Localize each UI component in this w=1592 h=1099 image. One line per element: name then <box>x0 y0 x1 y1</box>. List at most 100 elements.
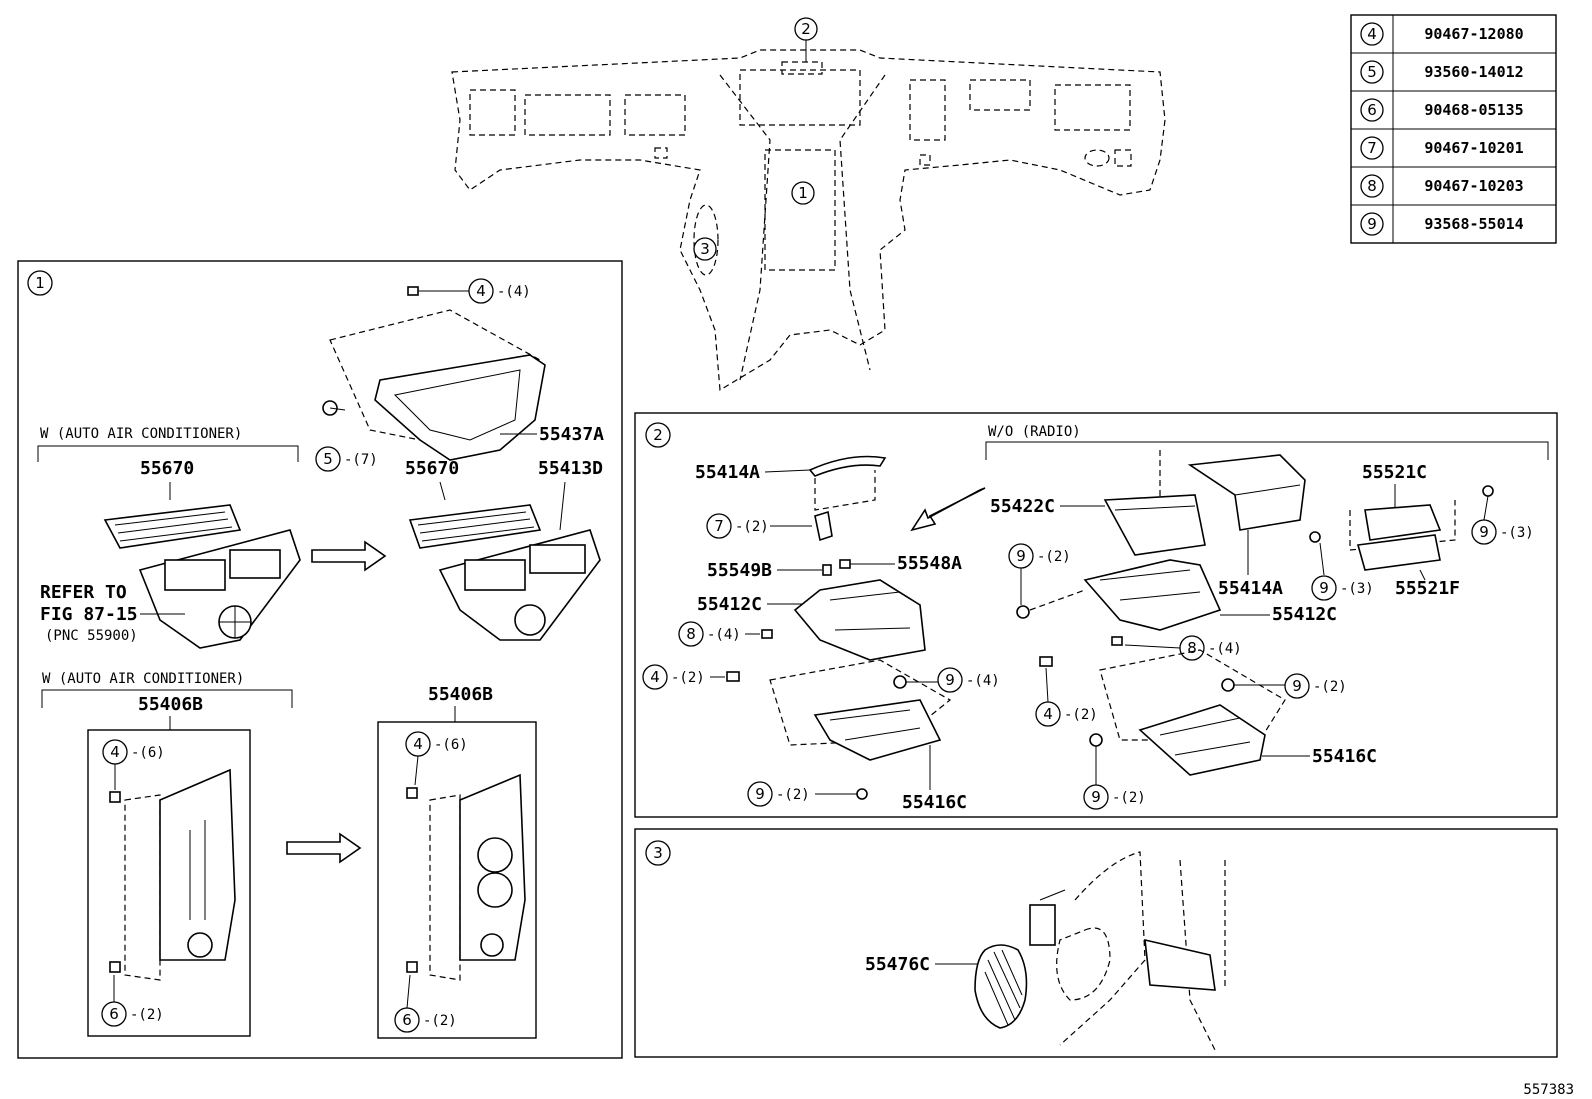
cover-55521F <box>1356 534 1441 571</box>
part-label-55416C-right: 55416C <box>1312 746 1377 767</box>
side-panel-55406B-left <box>109 768 236 981</box>
diagram-id: 557383 <box>1523 1082 1574 1098</box>
qty-label: -(2) <box>671 670 705 686</box>
part-label-55412C-right: 55412C <box>1272 604 1337 625</box>
part-label-55412C: 55412C <box>697 594 762 615</box>
callout-7: 7 <box>714 517 724 535</box>
side-trim-overview <box>1029 851 1226 1051</box>
legend-row-4: 4 90467-12080 <box>1360 22 1524 46</box>
side-panel-55406B-right <box>406 773 526 981</box>
pocket-55414A-right <box>1187 454 1306 531</box>
part-label-55670: 55670 <box>140 458 194 479</box>
arrow-diagonal-icon <box>910 487 986 532</box>
legend-part-number: 90467-12080 <box>1424 25 1523 43</box>
qty-label: -(7) <box>344 452 378 468</box>
qty-label: -(4) <box>497 284 531 300</box>
sub-box-55406B-left <box>87 729 251 1037</box>
part-label-55521F: 55521F <box>1395 578 1460 599</box>
callout-4: 4 <box>476 282 486 300</box>
qty-label: -(3) <box>1500 525 1534 541</box>
register-vent-55670-left <box>103 504 242 549</box>
callout-4: 4 <box>110 743 120 761</box>
legend-row-7: 7 90467-10201 <box>1360 136 1524 160</box>
legend-row-8: 8 90467-10203 <box>1360 174 1524 198</box>
legend-row-9: 9 93568-55014 <box>1360 212 1524 236</box>
register-vent-55670-right <box>408 504 542 549</box>
callout-8: 8 <box>1187 639 1197 657</box>
legend-part-number: 90468-05135 <box>1424 101 1523 119</box>
sub-box-55406B-right <box>377 721 537 1039</box>
legend-part-number: 90467-10203 <box>1424 177 1523 195</box>
qty-label: -(2) <box>1112 790 1146 806</box>
qty-label: -(2) <box>130 1007 164 1023</box>
part-label-55413D: 55413D <box>538 458 603 479</box>
qty-label: -(6) <box>434 737 468 753</box>
legend-row-5: 5 93560-14012 <box>1360 60 1524 84</box>
condition-label: W (AUTO AIR CONDITIONER) <box>40 426 242 442</box>
section-3-callout <box>645 840 671 866</box>
part-label-55414A-right: 55414A <box>1218 578 1283 599</box>
callout-9: 9 <box>1292 677 1302 695</box>
part-label-55548A: 55548A <box>897 553 962 574</box>
callout-4: 4 <box>413 735 423 753</box>
callout-number: 2 <box>801 20 811 38</box>
part-label-55422C: 55422C <box>990 496 1055 517</box>
mount-bracket-55416C-left <box>769 659 952 761</box>
part-label-55521C: 55521C <box>1362 462 1427 483</box>
callout-number: 1 <box>798 184 808 202</box>
qty-label: -(4) <box>1208 641 1242 657</box>
qty-label: -(3) <box>1340 581 1374 597</box>
section-number: 1 <box>35 274 45 292</box>
dashboard-overview: 2 1 3 <box>451 17 1166 392</box>
qty-label: -(2) <box>1037 549 1071 565</box>
clip-4 <box>407 286 419 296</box>
section-1-panel: 1 4 -(4) 55437A 5 -(7) W (AUTO AIR CONDI… <box>17 260 623 1059</box>
housing-55412C-right <box>1029 559 1222 631</box>
cluster-panel-55413D <box>438 529 601 641</box>
section-2-callout <box>645 422 671 448</box>
callout-6: 6 <box>109 1005 119 1023</box>
legend-ref: 8 <box>1367 177 1377 195</box>
part-number-legend-table: 4 90467-12080 5 93560-14012 6 90468-0513… <box>1350 14 1557 244</box>
mount-bracket-55416C-right <box>1099 649 1286 776</box>
condition-label: W/O (RADIO) <box>988 424 1081 440</box>
radio-bezel-55422C <box>1103 450 1206 556</box>
callout-9: 9 <box>1091 788 1101 806</box>
qty-label: -(2) <box>423 1013 457 1029</box>
cover-55521C <box>1349 500 1456 551</box>
qty-label: -(6) <box>131 745 165 761</box>
trim-strip-55414A <box>808 455 887 477</box>
refer-to-line1: REFER TO <box>40 582 127 603</box>
section-2-panel: 2 W/O (RADIO) 55414A 7 -(2) 55549B 55548… <box>634 412 1558 818</box>
callout-4: 4 <box>650 668 660 686</box>
legend-part-number: 93568-55014 <box>1424 215 1523 233</box>
callout-3-overview <box>693 237 717 261</box>
part-label-55549B: 55549B <box>707 560 772 581</box>
qty-label: -(2) <box>1064 707 1098 723</box>
section-number: 2 <box>653 426 663 444</box>
legend-part-number: 93560-14012 <box>1424 63 1523 81</box>
callout-9: 9 <box>1319 579 1329 597</box>
callout-9: 9 <box>1479 523 1489 541</box>
vent-grille-55476C <box>974 944 1028 1029</box>
part-label-55476C: 55476C <box>865 954 930 975</box>
condition-label: W (AUTO AIR CONDITIONER) <box>42 671 244 687</box>
housing-55412C-left <box>793 579 926 661</box>
legend-ref: 4 <box>1367 25 1377 43</box>
callout-1-overview <box>791 181 815 205</box>
clip-7 <box>814 510 833 542</box>
part-label-55437A: 55437A <box>539 424 604 445</box>
callout-9: 9 <box>755 785 765 803</box>
legend-ref: 7 <box>1367 139 1377 157</box>
refer-to-line3: (PNC 55900) <box>45 628 138 644</box>
section-1-callout <box>27 270 53 296</box>
callout-5: 5 <box>323 450 333 468</box>
refer-to-line2: FIG 87-15 <box>40 604 138 625</box>
part-label-55670-right: 55670 <box>405 458 459 479</box>
qty-label: -(2) <box>735 519 769 535</box>
legend-part-number: 90467-10201 <box>1424 139 1523 157</box>
callout-number: 3 <box>700 240 710 258</box>
callout-9: 9 <box>945 671 955 689</box>
qty-label: -(2) <box>776 787 810 803</box>
